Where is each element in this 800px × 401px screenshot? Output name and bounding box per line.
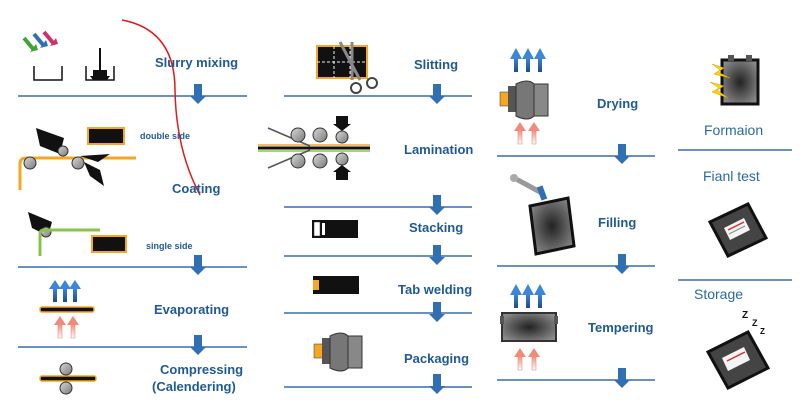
lamination-rollers-icon bbox=[258, 116, 370, 180]
coating-roller-icon bbox=[18, 127, 136, 190]
separator-lines bbox=[18, 95, 792, 388]
label-compressing: Compressing bbox=[160, 362, 244, 377]
label-storage: Storage bbox=[694, 286, 744, 302]
label-packaging: Packaging bbox=[404, 351, 470, 366]
red-curve-line bbox=[121, 19, 201, 196]
label-lamination: Lamination bbox=[404, 142, 474, 157]
label-stacking: Stacking bbox=[409, 220, 464, 235]
drying-heater-icon bbox=[499, 48, 549, 145]
label-tempering: Tempering bbox=[588, 320, 654, 335]
svg-text:Z: Z bbox=[752, 318, 758, 328]
label-slitting: Slitting bbox=[414, 57, 459, 72]
tab-welded-cell-icon bbox=[313, 276, 359, 294]
label-coating: Coating bbox=[172, 181, 221, 196]
svg-text:Z: Z bbox=[760, 327, 765, 336]
mixer-tank-icon bbox=[85, 48, 115, 81]
heat-up-arrows-icon bbox=[39, 280, 95, 339]
label-double-side: double side bbox=[140, 131, 191, 141]
label-slurry-mixing: Slurry mixing bbox=[155, 55, 239, 70]
svg-text:Z: Z bbox=[742, 310, 748, 321]
single-coating-roller-icon bbox=[28, 212, 127, 256]
label-formation: Formaion bbox=[704, 122, 764, 138]
label-single-side: single side bbox=[146, 241, 193, 251]
label-calendering: (Calendering) bbox=[152, 379, 236, 394]
storage-sleeping-battery-icon: Z Z Z bbox=[705, 310, 771, 390]
label-filling: Filling bbox=[598, 215, 637, 230]
filling-nozzle-icon bbox=[510, 174, 576, 256]
label-tab-welding: Tab welding bbox=[398, 282, 473, 297]
label-final-test: Fianl test bbox=[703, 168, 760, 184]
label-drying: Drying bbox=[597, 96, 639, 111]
final-test-battery-icon bbox=[707, 202, 769, 258]
packaging-press-icon bbox=[313, 332, 363, 372]
formation-lightning-icon bbox=[709, 55, 760, 106]
stacked-cell-icon bbox=[312, 220, 358, 238]
empty-tank-icon bbox=[33, 66, 63, 81]
calender-rollers-icon bbox=[39, 362, 97, 395]
tempering-chamber-icon bbox=[500, 284, 558, 371]
slitting-scissors-icon bbox=[316, 41, 378, 94]
label-evaporating: Evaporating bbox=[154, 302, 230, 317]
slurry-arrows-icon bbox=[22, 30, 58, 52]
